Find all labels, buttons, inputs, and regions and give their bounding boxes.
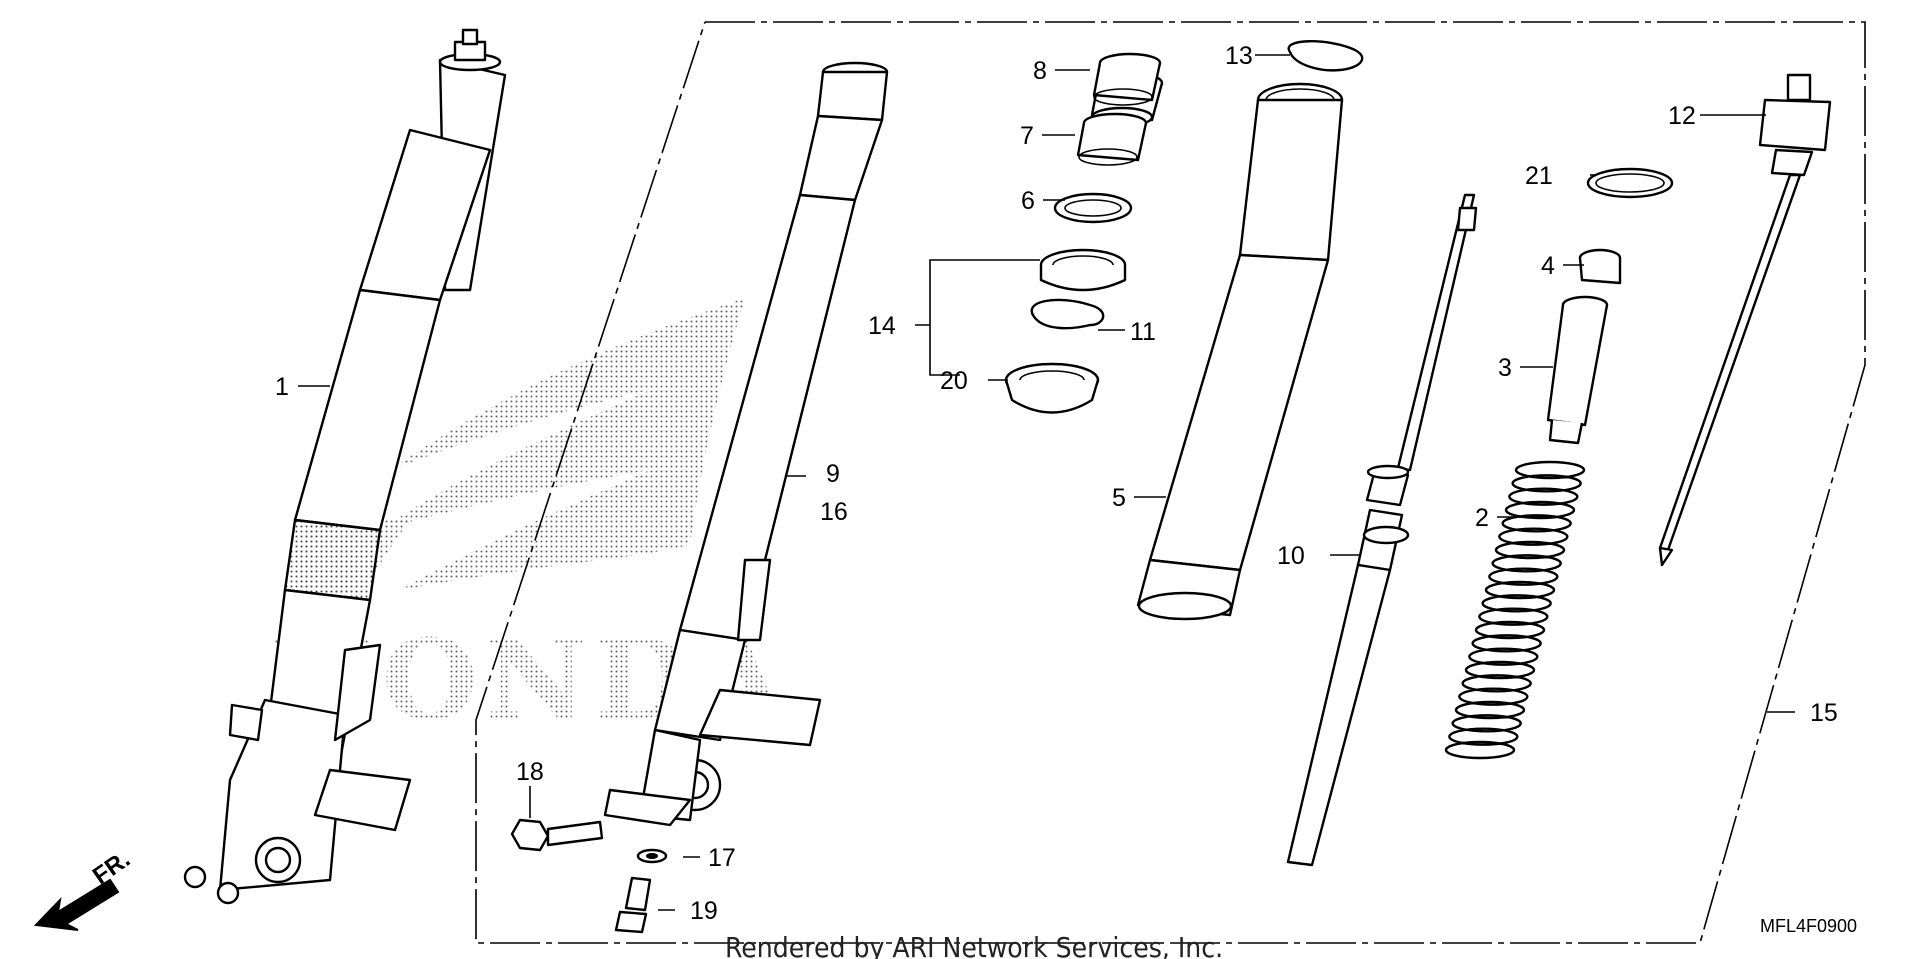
leader-lines — [298, 54, 1795, 911]
callout-17: 17 — [708, 844, 736, 872]
fork-cap-part-12 — [1658, 73, 1832, 567]
callout-16: 16 — [820, 498, 848, 526]
callout-3: 3 — [1498, 354, 1512, 382]
clip-part-11 — [1030, 298, 1105, 330]
callout-14: 14 — [868, 312, 896, 340]
callout-10: 10 — [1277, 542, 1305, 570]
callout-4: 4 — [1541, 252, 1555, 280]
dust-seal-part-20 — [1004, 362, 1100, 414]
callout-13: 13 — [1225, 42, 1253, 70]
callout-20: 20 — [940, 367, 968, 395]
bolt-part-19 — [614, 876, 652, 934]
washer-part-17 — [636, 848, 668, 864]
bolt-part-18 — [510, 818, 604, 852]
callout-1: 1 — [275, 373, 289, 401]
assembly-boundary — [475, 21, 1866, 944]
diagram-code: MFL4F0900 — [1760, 916, 1857, 936]
callout-5: 5 — [1112, 484, 1126, 512]
callout-6: 6 — [1021, 187, 1035, 215]
fork-assembly-part-1 — [183, 28, 507, 905]
stopper-ring-part-13 — [1287, 40, 1364, 72]
callout-21: 21 — [1525, 162, 1553, 190]
callout-12: 12 — [1668, 102, 1696, 130]
spacer-pipe-part-3 — [1546, 295, 1609, 445]
inner-tube-part-5 — [1136, 82, 1344, 621]
washer-part-6 — [1053, 192, 1133, 224]
front-direction-arrow: FR. — [33, 846, 135, 931]
bushing-part-7 — [1076, 112, 1148, 166]
collar-part-4 — [1578, 248, 1622, 285]
callout-19: 19 — [690, 897, 718, 925]
callout-labels: 1 2 3 4 5 6 7 8 9 10 11 12 13 14 15 16 1… — [275, 42, 1838, 925]
callout-8: 8 — [1033, 57, 1047, 85]
oil-seal-part-14 — [1039, 248, 1127, 292]
fork-spring-part-2 — [1444, 460, 1586, 760]
callout-15: 15 — [1810, 699, 1838, 727]
outer-tube-part-9 — [603, 61, 889, 827]
footer-credit: Rendered by ARI Network Services, Inc. — [725, 931, 1223, 959]
front-arrow-label: FR. — [88, 846, 135, 890]
callout-18: 18 — [516, 758, 544, 786]
callout-7: 7 — [1020, 122, 1034, 150]
callout-2: 2 — [1475, 504, 1489, 532]
damper-rod-part-10 — [1286, 193, 1478, 867]
callout-9: 9 — [826, 460, 840, 488]
callout-11: 11 — [1130, 318, 1156, 346]
